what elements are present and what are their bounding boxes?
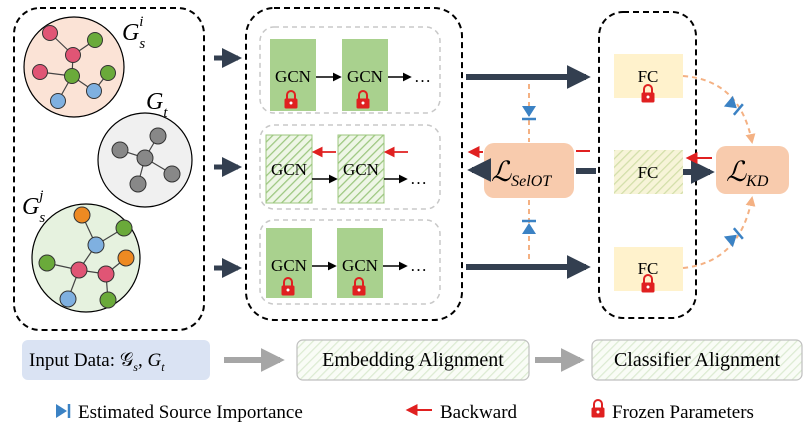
gcn-block-trainable xyxy=(337,134,385,204)
selot-loss-label: ℒSelOT xyxy=(491,157,552,190)
fc-label: FC xyxy=(638,67,659,86)
classifier-alignment-label: Classifier Alignment xyxy=(614,349,781,371)
target-graph xyxy=(97,112,193,208)
importance-icon xyxy=(722,226,745,249)
graph-node xyxy=(87,32,103,48)
importance-icon xyxy=(54,402,71,420)
graph-node xyxy=(86,83,102,99)
source-graph-j xyxy=(31,203,141,313)
target-graph-label: Gt xyxy=(146,89,168,121)
graph-node xyxy=(136,149,154,167)
lock-icon xyxy=(590,399,606,419)
legend-frozen: Frozen Parameters xyxy=(612,402,754,423)
graph-node xyxy=(115,219,133,237)
input-data-box xyxy=(22,340,210,380)
graph-node xyxy=(65,47,81,63)
gcn-row-1 xyxy=(259,26,441,114)
graph-node xyxy=(149,127,167,145)
source-graph-i-label: Gsi xyxy=(122,14,145,52)
legend-importance: Estimated Source Importance xyxy=(78,402,303,423)
graph-node xyxy=(129,175,147,193)
graph-node xyxy=(100,65,116,81)
graph-node xyxy=(99,291,117,309)
importance-icon xyxy=(520,104,538,121)
graph-node xyxy=(163,165,181,183)
embedding-panel xyxy=(245,7,463,321)
fc-label: FC xyxy=(638,259,659,278)
importance-link xyxy=(682,196,756,269)
embedding-alignment-box xyxy=(297,340,529,380)
gcn-label: GCN xyxy=(342,256,378,275)
input-graphs-panel xyxy=(13,7,205,331)
graph-node xyxy=(111,141,129,159)
gcn-label: GCN xyxy=(271,160,307,179)
graph-node xyxy=(73,206,91,224)
fc-label: FC xyxy=(638,163,659,182)
ellipsis: … xyxy=(414,67,431,86)
source-graph-j-label: Gsj xyxy=(22,188,45,226)
ellipsis: … xyxy=(410,169,427,188)
gcn-label: GCN xyxy=(275,67,311,86)
kd-loss-box xyxy=(716,146,789,194)
graph-node xyxy=(42,25,58,41)
gcn-block-trainable xyxy=(265,134,313,204)
input-data-label: Input Data: 𝒢s, Gt xyxy=(29,350,165,374)
graph-node xyxy=(64,68,80,84)
embedding-alignment-label: Embedding Alignment xyxy=(322,349,504,371)
graph-node xyxy=(117,249,135,267)
kd-loss-label: ℒKD xyxy=(726,157,769,190)
gcn-row-2 xyxy=(259,124,441,210)
gcn-row-3 xyxy=(259,219,441,305)
graph-node xyxy=(59,290,77,308)
graph-node xyxy=(50,93,66,109)
gcn-label: GCN xyxy=(343,160,379,179)
graph-node xyxy=(32,64,48,80)
legend-backward: Backward xyxy=(440,402,518,423)
ellipsis: … xyxy=(410,256,427,275)
gcn-label: GCN xyxy=(347,67,383,86)
graph-node xyxy=(87,236,105,254)
graph-node xyxy=(70,261,88,279)
importance-link xyxy=(682,75,756,144)
gcn-label: GCN xyxy=(271,256,307,275)
graph-node xyxy=(38,254,56,272)
source-graph-i xyxy=(23,16,125,118)
classifier-alignment-box xyxy=(592,340,802,380)
graph-node xyxy=(97,265,115,283)
fc-block xyxy=(614,54,683,98)
selot-loss-box xyxy=(484,143,574,198)
importance-icon xyxy=(722,94,745,117)
